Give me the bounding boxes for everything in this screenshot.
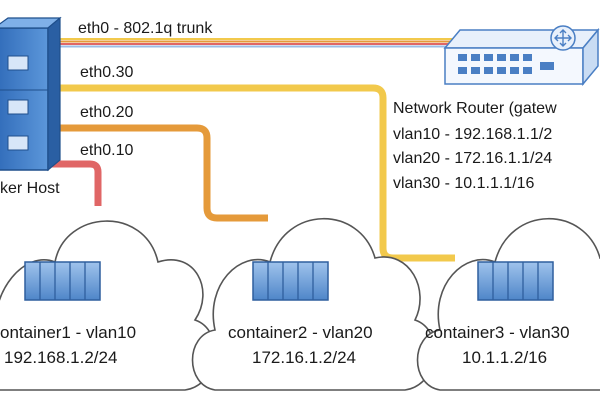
container-icon: [252, 261, 329, 301]
container2-name: container2 - vlan20: [228, 323, 373, 342]
router-title: Network Router (gatew: [393, 100, 557, 117]
router-vlan30: vlan30 - 10.1.1.1/16: [393, 175, 535, 192]
host-label: ker Host: [0, 180, 60, 197]
router-vlan10: vlan10 - 192.168.1.1/2: [393, 126, 552, 143]
container2-ip: 172.16.1.2/24: [252, 348, 356, 367]
router-vlan20: vlan20 - 172.16.1.1/24: [393, 150, 552, 167]
container1-name: ontainer1 - vlan10: [0, 323, 136, 342]
container3-ip: 10.1.1.2/16: [462, 348, 547, 367]
router-icon: [443, 25, 600, 87]
container-icon: [477, 261, 554, 301]
container-icon: [24, 261, 101, 301]
eth020-label: eth0.20: [80, 104, 133, 121]
trunk-link: [40, 38, 455, 48]
container3-name: container3 - vlan30: [425, 323, 570, 342]
container3-cloud: [416, 217, 600, 391]
container1-ip: 192.168.1.2/24: [4, 348, 117, 367]
eth030-label: eth0.30: [80, 64, 133, 81]
vlan10-link: [40, 160, 102, 206]
trunk-label: eth0 - 802.1q trunk: [78, 20, 213, 37]
vlan20-link: [40, 124, 268, 222]
server-icon: [0, 16, 62, 172]
eth010-label: eth0.10: [80, 142, 133, 159]
